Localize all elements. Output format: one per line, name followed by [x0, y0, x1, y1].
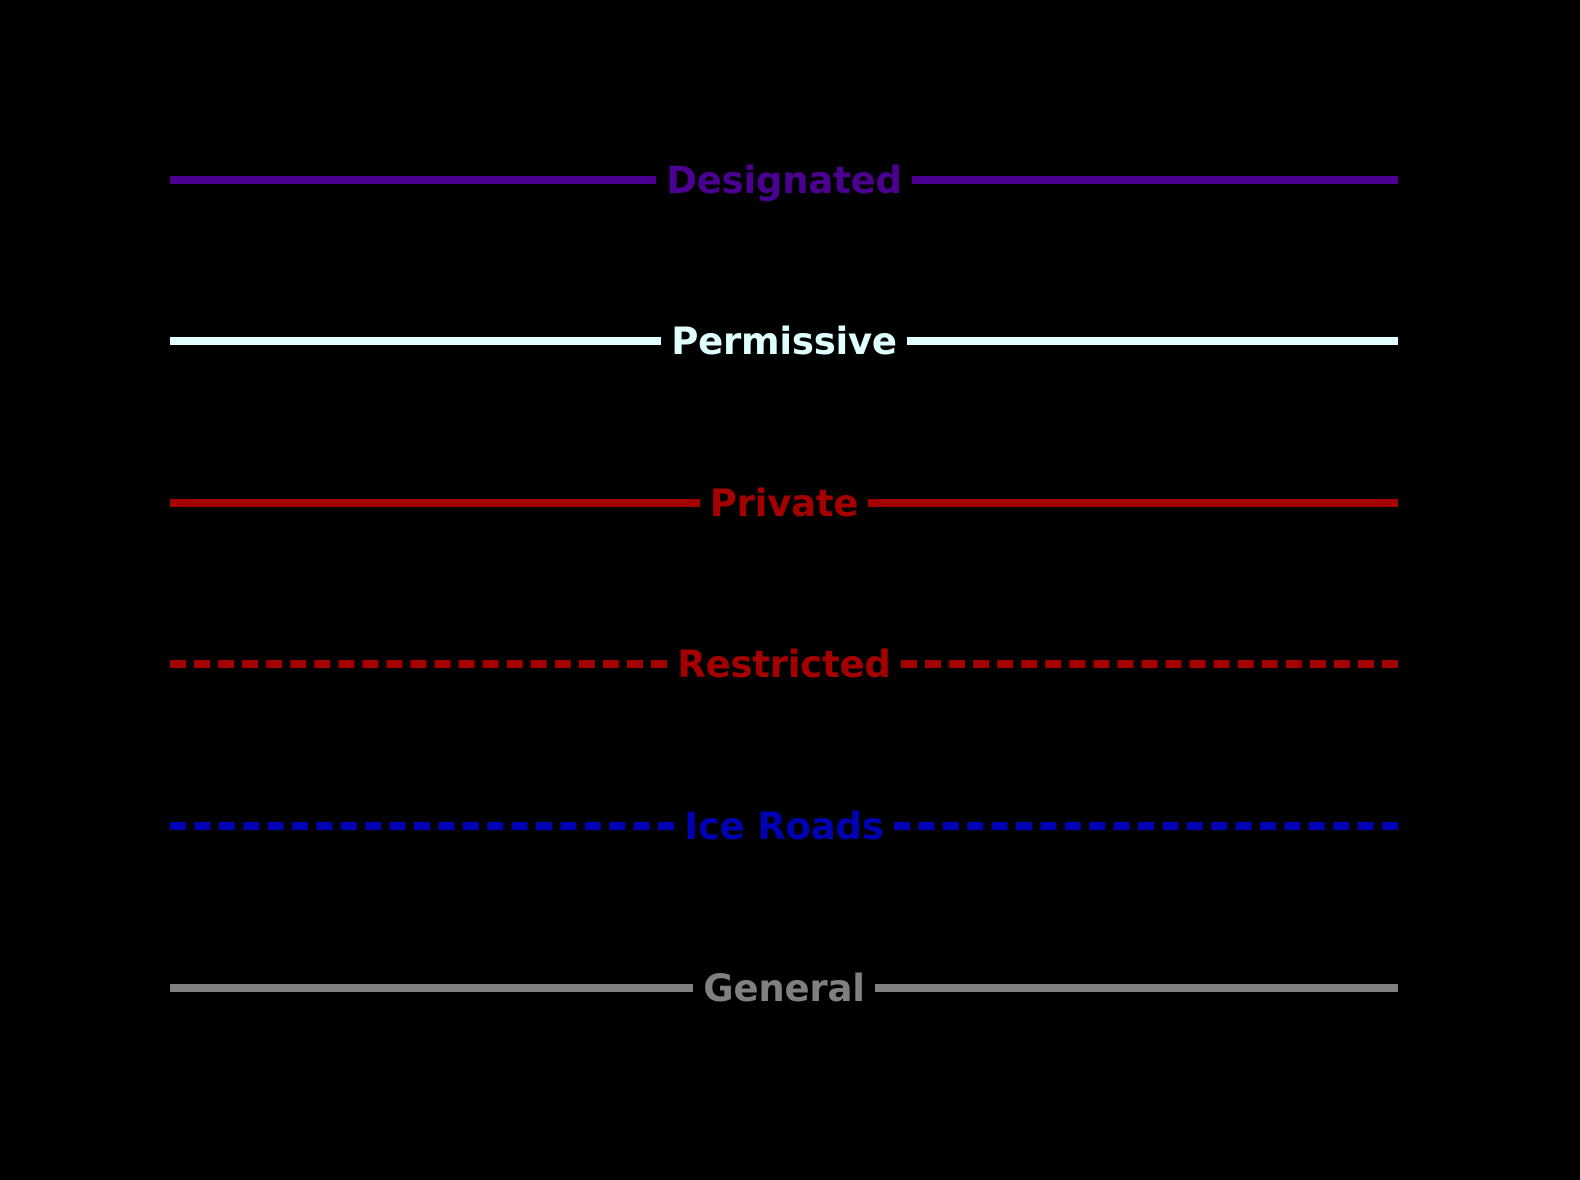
- legend-line-right-restricted: [900, 660, 1398, 668]
- legend-line-left-permissive: [170, 337, 662, 345]
- legend-label-restricted: Restricted: [677, 642, 891, 686]
- legend-line-left-designated: [170, 176, 657, 184]
- legend-line-right-general: [874, 984, 1398, 992]
- legend-entry-designated: Designated: [170, 150, 1399, 210]
- legend-line-right-permissive: [906, 337, 1399, 345]
- legend-line-left-general: [170, 984, 694, 992]
- legend-label-permissive: Permissive: [671, 319, 897, 363]
- legend-line-left-private: [170, 499, 700, 507]
- legend-line-right-ice-roads: [893, 822, 1399, 830]
- legend-label-ice-roads: Ice Roads: [684, 804, 884, 848]
- legend-entry-general: General: [170, 958, 1398, 1018]
- legend-entry-ice-roads: Ice Roads: [170, 796, 1399, 856]
- legend-line-right-designated: [911, 176, 1399, 184]
- legend-label-general: General: [703, 966, 865, 1010]
- legend-line-right-private: [868, 499, 1399, 507]
- legend-label-designated: Designated: [666, 158, 902, 202]
- legend-label-private: Private: [709, 481, 859, 525]
- legend-line-left-ice-roads: [170, 822, 675, 830]
- legend-entry-restricted: Restricted: [170, 634, 1398, 694]
- legend-entry-private: Private: [170, 473, 1399, 533]
- legend-line-left-restricted: [170, 660, 668, 668]
- legend-entry-permissive: Permissive: [170, 311, 1399, 371]
